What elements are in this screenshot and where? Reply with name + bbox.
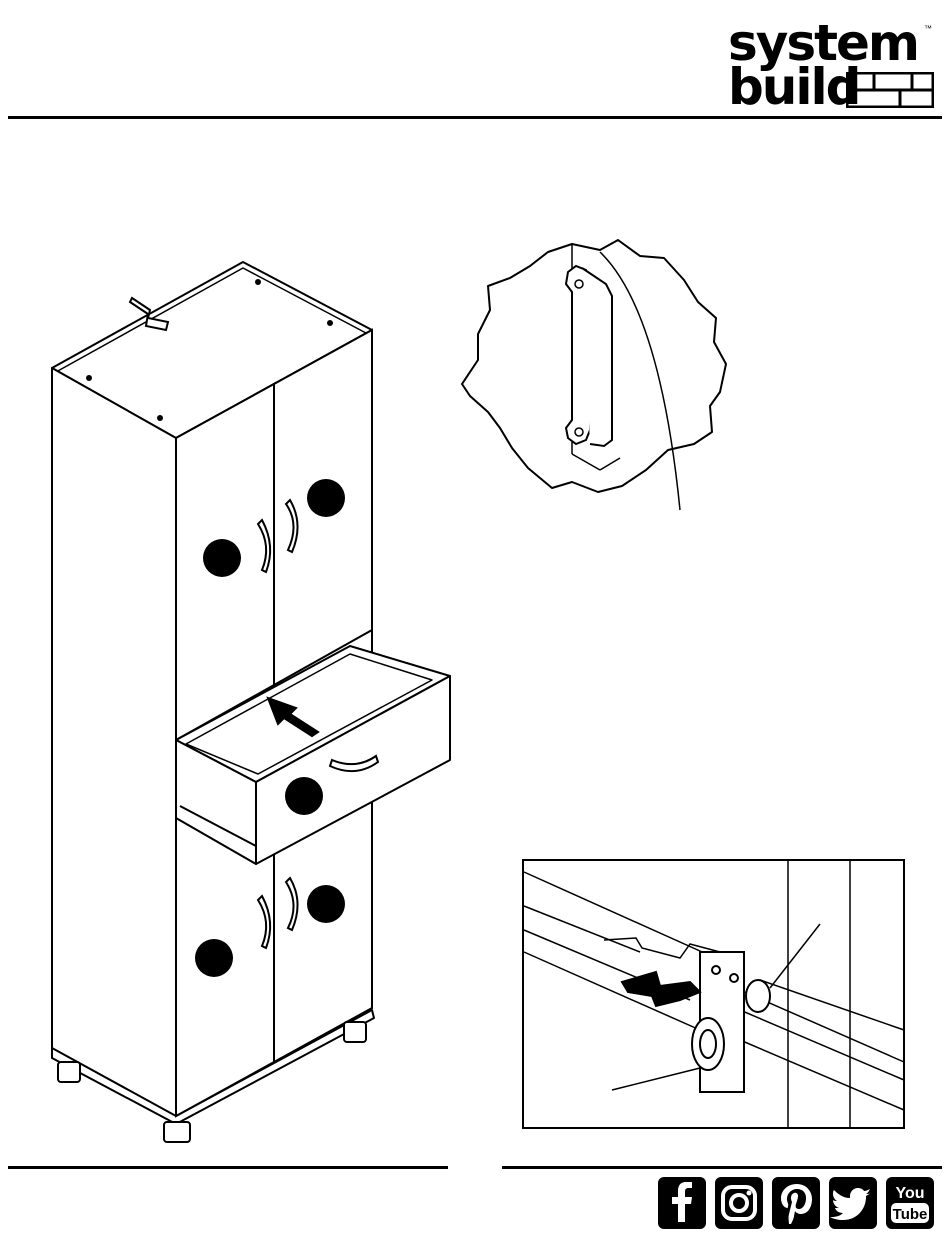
youtube-icon[interactable]: You Tube <box>885 1176 935 1230</box>
brand-line-2: build <box>728 62 859 112</box>
facebook-icon[interactable] <box>657 1176 707 1230</box>
youtube-label-bottom: Tube <box>893 1206 928 1223</box>
instagram-icon[interactable] <box>714 1176 764 1230</box>
trademark-symbol: ™ <box>924 24 932 33</box>
pinterest-icon[interactable] <box>771 1176 821 1230</box>
header-rule <box>8 116 942 119</box>
cabinet-illustration <box>40 255 470 1155</box>
handle-detail-illustration <box>456 236 732 512</box>
footer-rule-right <box>502 1166 942 1169</box>
slide-detail-illustration <box>522 859 906 1131</box>
brand-logo: system build ™ <box>728 22 940 114</box>
brick-logo-icon <box>846 72 934 108</box>
footer-rule-left <box>8 1166 448 1169</box>
twitter-icon[interactable] <box>828 1176 878 1230</box>
youtube-label-top: You <box>895 1185 924 1202</box>
